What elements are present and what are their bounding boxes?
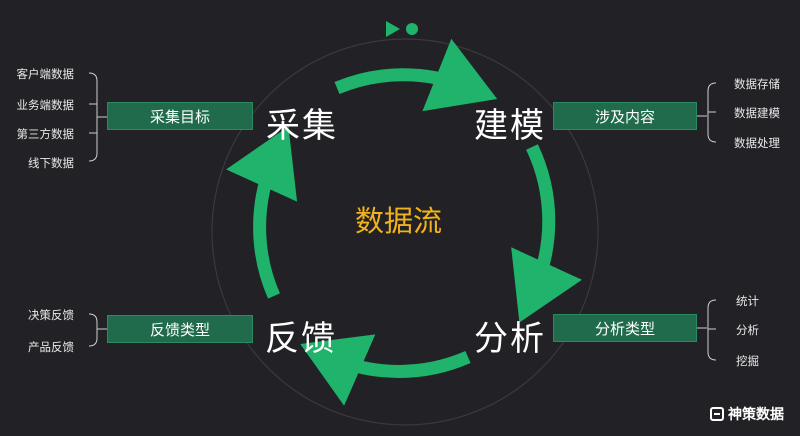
collect-goal-item: 线下数据 <box>28 156 74 170</box>
arrow-feedback-to-collect <box>226 126 298 299</box>
background-ring <box>211 38 599 426</box>
feedback-types-item: 决策反馈 <box>28 308 74 322</box>
analyze-types-item: 挖掘 <box>736 354 759 368</box>
tag-model-content: 涉及内容 <box>553 102 697 130</box>
collect-goal-item: 业务端数据 <box>16 98 75 112</box>
sensors-data-logo-icon <box>710 407 724 421</box>
center-title: 数据流 <box>355 204 443 238</box>
arrow-model-to-analyze <box>511 144 583 323</box>
collect-goal-item: 第三方数据 <box>16 127 75 141</box>
tag-collect-goal: 采集目标 <box>107 102 253 130</box>
brand-name: 神策数据 <box>728 407 784 423</box>
node-collect: 采集 <box>266 106 338 146</box>
analyze-types-item: 分析 <box>736 323 759 337</box>
model-content-item: 数据建模 <box>734 106 780 120</box>
model-content-connectors <box>697 82 717 143</box>
analyze-types-connectors <box>697 299 717 361</box>
feedback-types-connectors <box>88 313 107 347</box>
node-analyze: 分析 <box>474 319 546 359</box>
collect-goal-connectors <box>88 72 107 162</box>
analyze-types-item: 统计 <box>736 294 759 308</box>
play-dot-icon <box>386 21 418 37</box>
arrow-analyze-to-feedback <box>300 334 471 406</box>
model-content-item: 数据处理 <box>734 136 780 150</box>
arrow-collect-to-model <box>334 38 498 112</box>
node-model: 建模 <box>474 106 546 146</box>
model-content-item: 数据存储 <box>734 77 780 91</box>
brand-logo: 神策数据 <box>710 404 784 424</box>
tag-analyze-types: 分析类型 <box>553 314 697 342</box>
feedback-types-item: 产品反馈 <box>28 340 74 354</box>
tag-feedback-types: 反馈类型 <box>107 315 253 343</box>
node-feedback: 反馈 <box>265 319 337 359</box>
collect-goal-item: 客户端数据 <box>16 67 75 81</box>
